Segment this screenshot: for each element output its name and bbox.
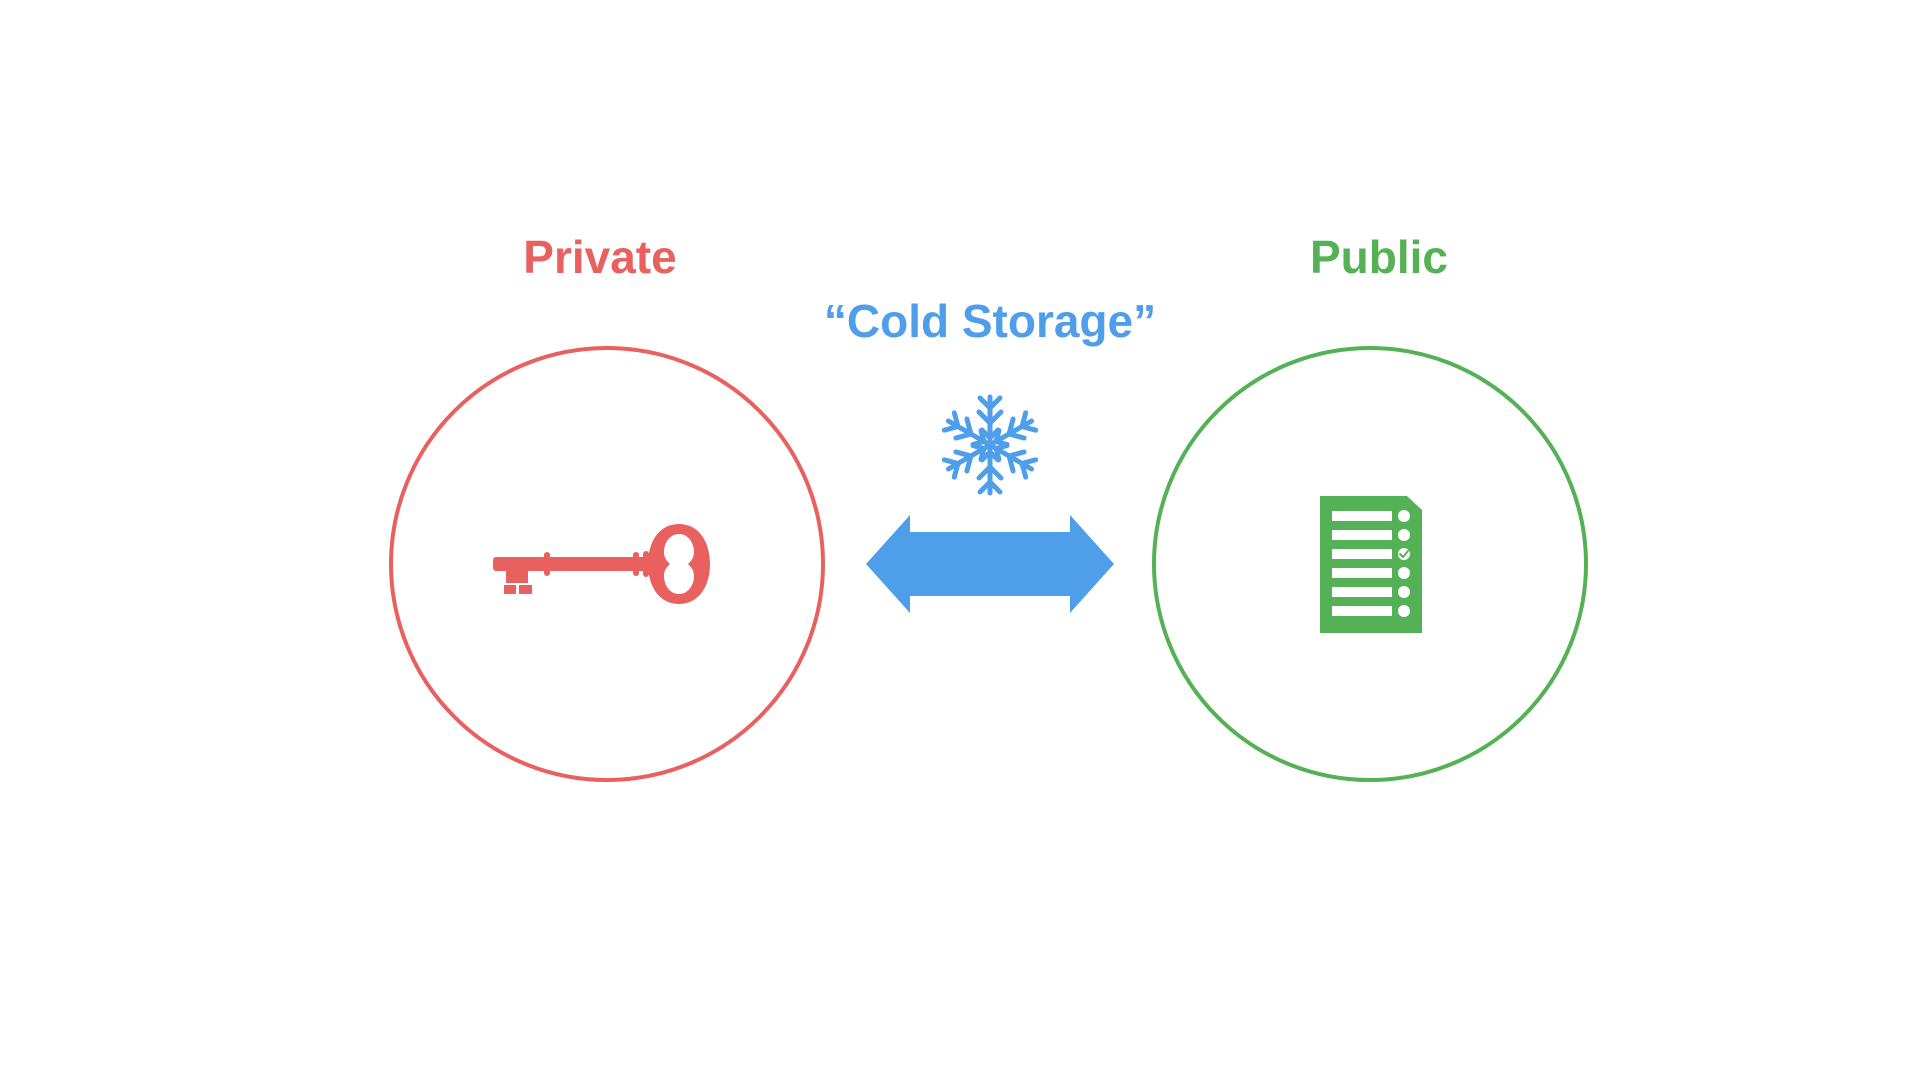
check-mark-icon [1399,550,1409,558]
cold-storage-label: “Cold Storage” [823,295,1157,347]
private-label: Private [523,231,677,283]
double-arrow-icon [866,515,1114,613]
checklist-document-icon [1320,496,1422,633]
key-icon [493,524,710,604]
public-circle [1152,346,1588,782]
snowflake-icon [943,394,1037,493]
private-circle [389,346,825,782]
public-label: Public [1309,231,1449,283]
